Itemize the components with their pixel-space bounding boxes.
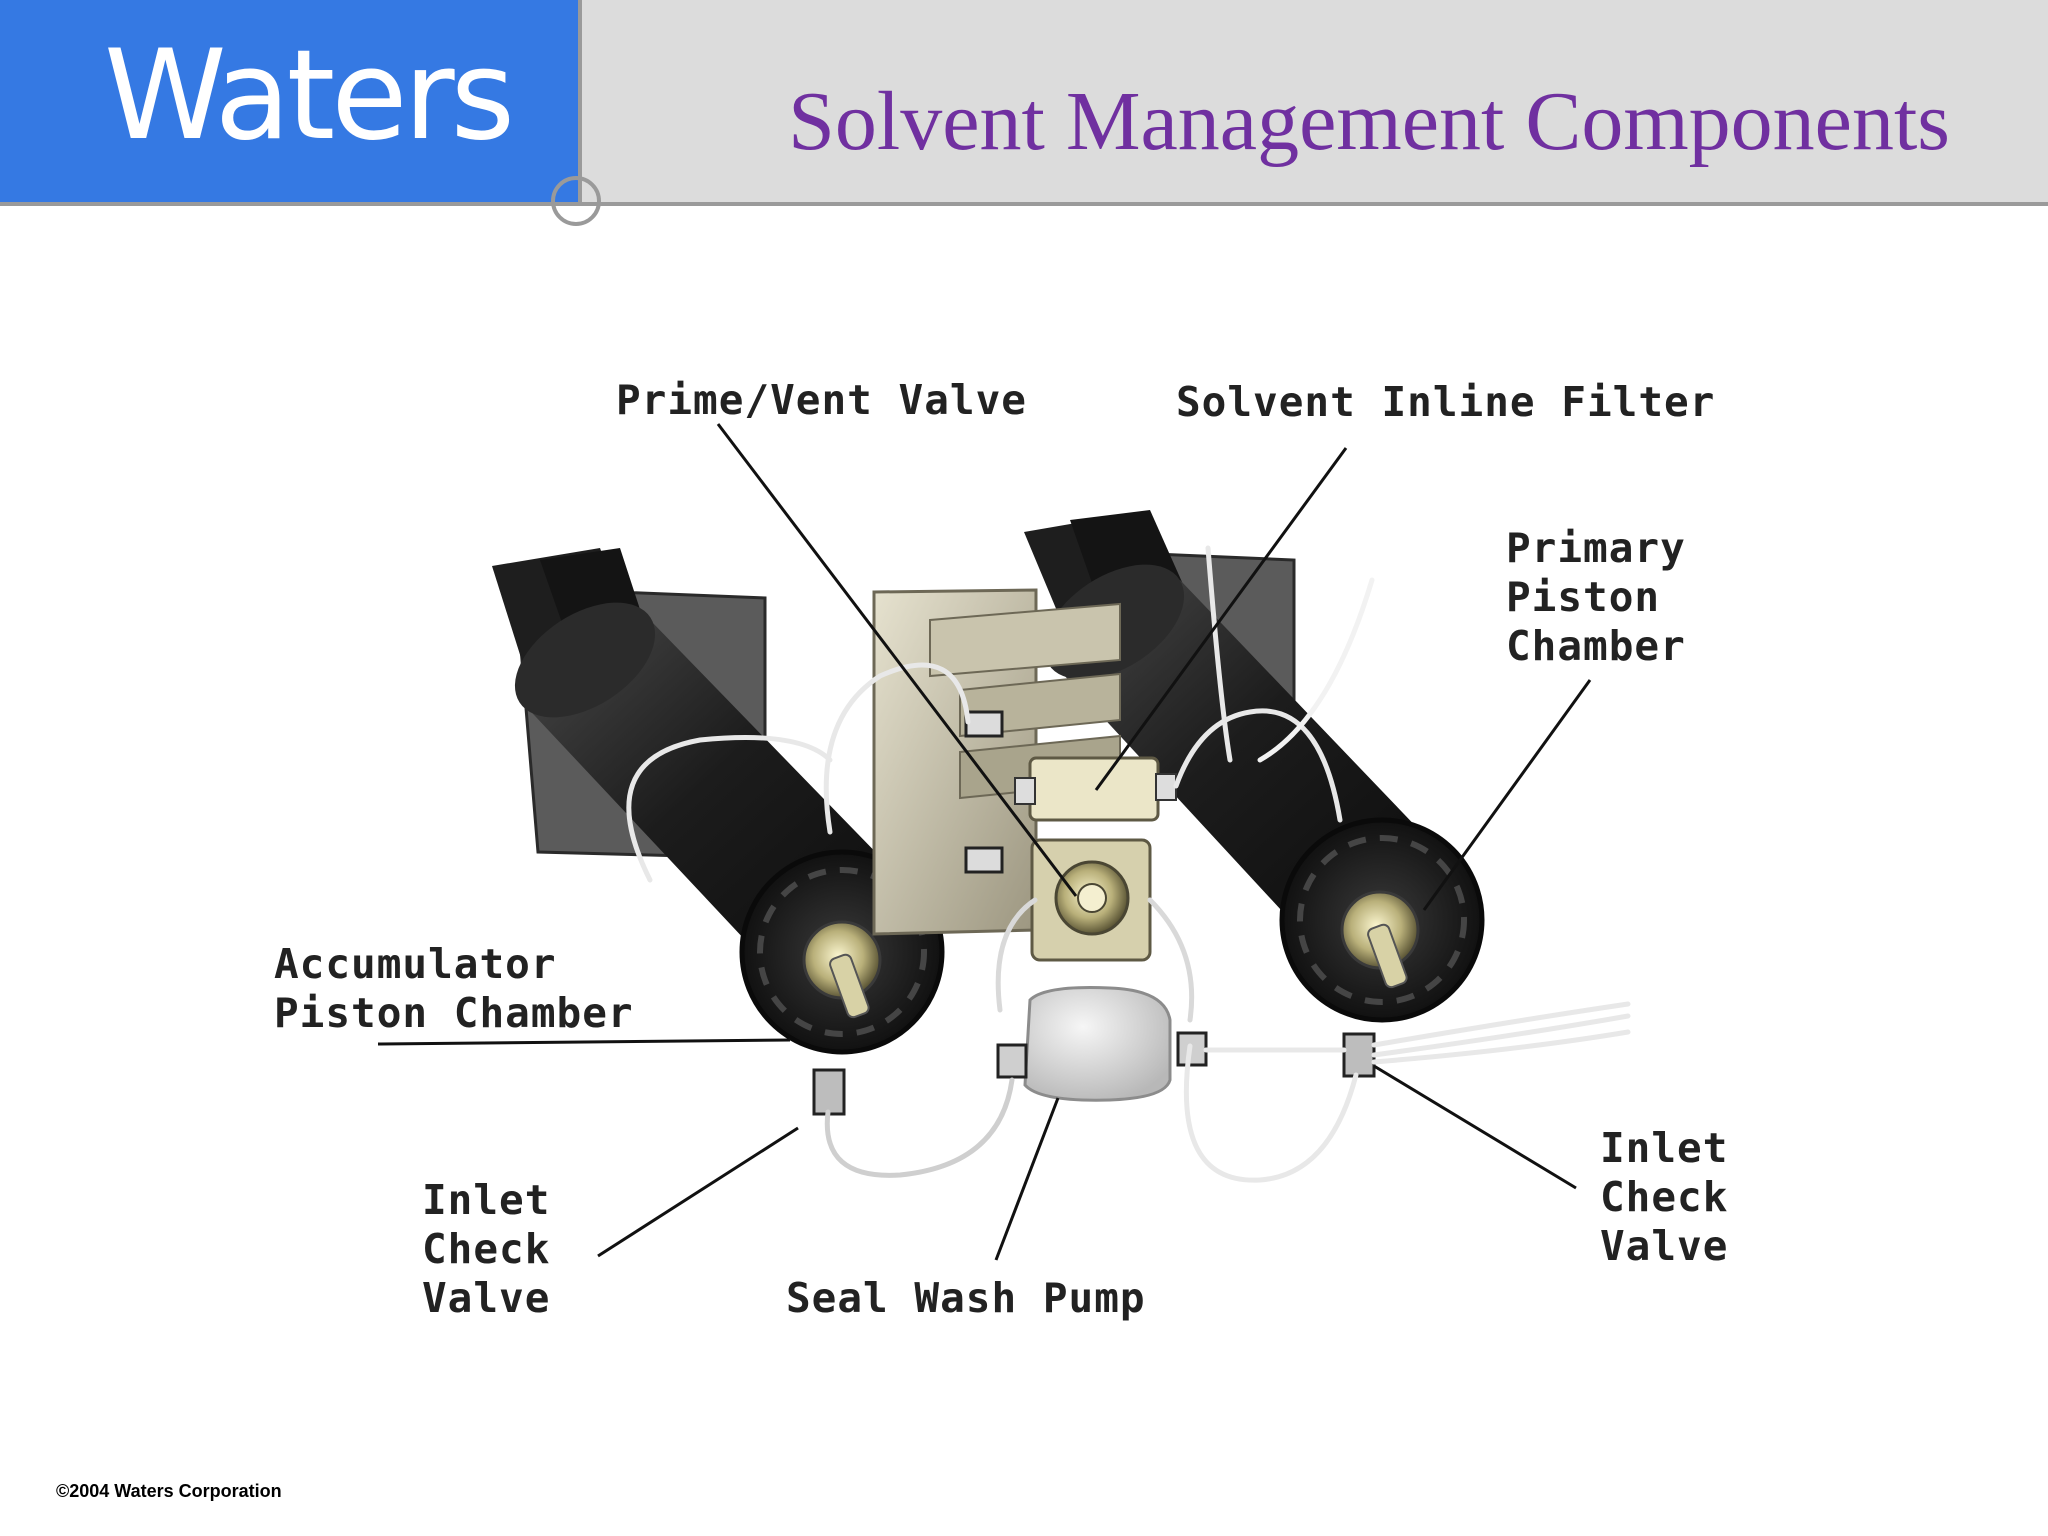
left-inlet-check-valve-fitting: [812, 1068, 846, 1116]
label-prime-vent-valve: Prime/Vent Valve: [616, 376, 1027, 424]
manifold-block: [872, 588, 1177, 962]
header-corner-circle: [551, 176, 601, 226]
slide-title: Solvent Management Components: [788, 75, 1950, 168]
waters-logo: Waters: [104, 24, 515, 168]
seal-wash-pump: [996, 986, 1208, 1102]
logo-panel: Waters: [0, 0, 582, 206]
tubing: [626, 545, 1631, 1183]
label-seal-wash-pump: Seal Wash Pump: [786, 1274, 1146, 1322]
label-inlet-check-valve-left: Inlet Check Valve: [422, 1176, 551, 1322]
right-motor: [1024, 510, 1485, 1023]
copyright-footer: ©2004 Waters Corporation: [56, 1481, 282, 1501]
label-accumulator-piston-chamber: Accumulator Piston Chamber: [274, 940, 634, 1037]
label-solvent-inline-filter: Solvent Inline Filter: [1176, 378, 1716, 426]
left-motor: [492, 548, 945, 1055]
leader-lines: [377, 423, 1592, 1261]
right-inlet-check-valve-fitting: [1342, 1032, 1376, 1078]
label-inlet-check-valve-right: Inlet Check Valve: [1600, 1124, 1729, 1270]
label-primary-piston-chamber: Primary Piston Chamber: [1506, 524, 1686, 670]
